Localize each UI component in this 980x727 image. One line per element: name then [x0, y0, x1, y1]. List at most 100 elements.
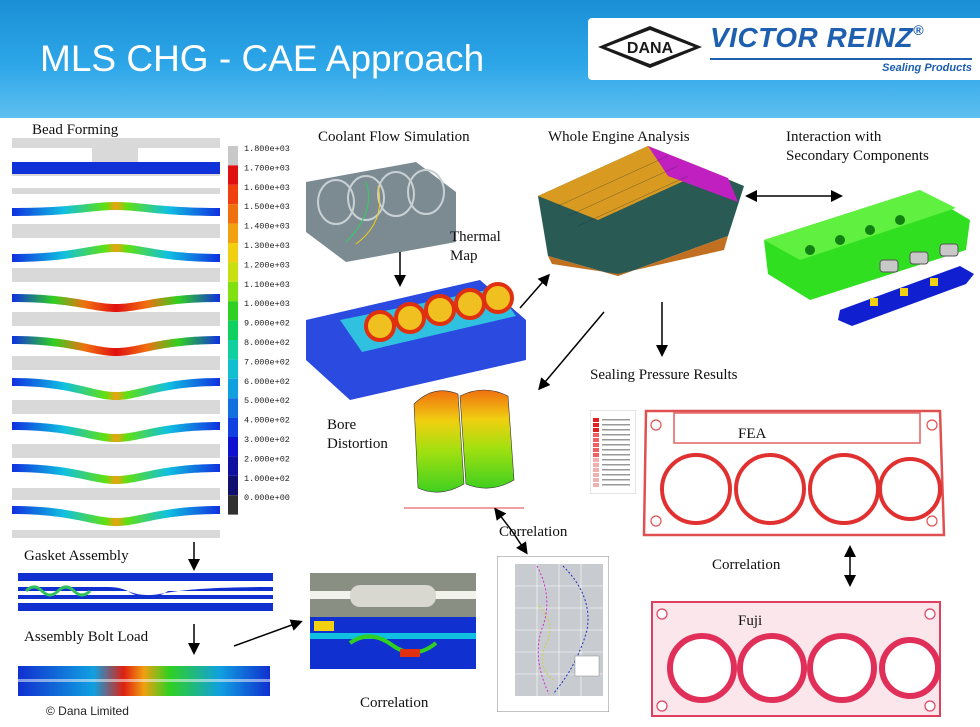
legend-swatch: [228, 184, 238, 205]
interaction-label-line1: Interaction with: [786, 129, 882, 145]
fea-legend-line: [602, 459, 630, 461]
fuji-label: Fuji: [738, 613, 763, 629]
legend-swatch: [228, 475, 238, 496]
legend-swatch: [228, 417, 238, 437]
legend-value: 3.000e+02: [244, 435, 290, 445]
whole-engine-label: Whole Engine Analysis: [548, 129, 690, 145]
bead-forming-label: Bead Forming: [32, 122, 119, 138]
legend-swatch: [228, 378, 238, 399]
fea-legend-swatch: [593, 483, 599, 487]
legend-value: 1.000e+03: [244, 299, 290, 309]
coolant-flow-label: Coolant Flow Simulation: [318, 129, 470, 145]
legend-value: 1.500e+03: [244, 202, 290, 212]
fea-legend-line: [602, 419, 630, 421]
fea-legend-line: [602, 479, 630, 481]
legend-value: 1.000e+02: [244, 474, 290, 484]
bead-forming-frames: [12, 138, 220, 538]
legend-swatch: [228, 320, 238, 340]
victor-reinz-logo: VICTOR REINZ®: [710, 22, 924, 54]
fea-gasket-image: [642, 409, 946, 537]
fea-legend-swatch: [593, 438, 599, 442]
assembly-bolt-load-label: Assembly Bolt Load: [24, 629, 149, 645]
secondary-components-image: [764, 190, 974, 326]
fea-legend-swatch: [593, 428, 599, 432]
fea-legend-line: [602, 469, 630, 471]
legend-swatch: [228, 223, 238, 243]
bore-label-line1: Bore: [327, 417, 357, 433]
title-banner: MLS CHG - CAE Approach DANA VICTOR REINZ…: [0, 0, 980, 118]
fea-label: FEA: [738, 426, 767, 442]
legend-swatch: [228, 456, 238, 476]
fea-pressure-legend: [590, 410, 636, 494]
thermal-map-image: [306, 280, 526, 400]
fea-legend-line: [602, 449, 630, 451]
fea-legend-swatch: [593, 418, 599, 422]
sealing-pressure-label: Sealing Pressure Results: [590, 367, 738, 383]
copyright-text: © Dana Limited: [46, 704, 129, 718]
fea-legend-line: [602, 464, 630, 466]
bore-label-line2: Distortion: [327, 436, 388, 452]
legend-swatch: [228, 243, 238, 263]
legend-swatch: [228, 437, 238, 457]
flow-arrows-middle: [394, 252, 605, 391]
legend-value: 1.800e+03: [244, 144, 290, 154]
brand-logos: DANA VICTOR REINZ® Sealing Products: [588, 18, 980, 80]
legend-swatch: [228, 359, 238, 379]
fea-fuji-double-arrow: [844, 545, 856, 587]
fea-legend-swatch: [593, 463, 599, 467]
fea-legend-swatch: [593, 453, 599, 457]
legend-value: 1.600e+03: [244, 183, 290, 193]
fea-legend-line: [602, 434, 630, 436]
registered-mark: ®: [913, 22, 924, 38]
legend-swatch: [228, 262, 238, 282]
fea-legend-swatch: [593, 448, 599, 452]
legend-swatch: [228, 146, 238, 166]
dana-logo-text: DANA: [627, 40, 674, 57]
correlation-double-arrow: [494, 507, 528, 555]
legend-value: 8.000e+02: [244, 338, 290, 348]
legend-swatch: [228, 165, 238, 185]
gasket-assembly-label: Gasket Assembly: [24, 548, 129, 564]
legend-value: 0.000e+00: [244, 493, 290, 503]
fea-legend-line: [602, 454, 630, 456]
correlation-fea-fuji-label: Correlation: [712, 557, 781, 573]
correlation-bottom-label: Correlation: [360, 695, 429, 711]
legend-value: 4.000e+02: [244, 416, 290, 426]
legend-value: 1.400e+03: [244, 222, 290, 232]
correlation-bore-label: Correlation: [499, 524, 568, 540]
legend-value: 6.000e+02: [244, 377, 290, 387]
legend-swatch: [228, 301, 238, 321]
victor-reinz-text: VICTOR REINZ: [710, 22, 914, 53]
fea-legend-swatch: [593, 433, 599, 437]
fea-legend-line: [602, 444, 630, 446]
fea-legend-swatch: [593, 473, 599, 477]
correlation-section-image: [310, 573, 476, 669]
legend-value: 1.100e+03: [244, 280, 290, 290]
fea-legend-swatch: [593, 458, 599, 462]
legend-value: 5.000e+02: [244, 396, 290, 406]
legend-swatch: [228, 281, 238, 302]
logo-tagline: Sealing Products: [882, 62, 972, 74]
bolt-load-section: [18, 666, 270, 696]
fea-legend-line: [602, 439, 630, 441]
legend-swatch: [228, 204, 238, 224]
fea-legend-line: [602, 474, 630, 476]
legend-value: 7.000e+02: [244, 357, 290, 367]
legend-value: 1.300e+03: [244, 241, 290, 251]
interaction-label-line2: Secondary Components: [786, 148, 929, 164]
fea-legend-swatch: [593, 468, 599, 472]
legend-value: 1.200e+03: [244, 260, 290, 270]
legend-value: 2.000e+02: [244, 454, 290, 464]
bore-distortion-image: [404, 389, 524, 509]
legend-swatch: [228, 340, 238, 360]
fuji-gasket-image: [651, 601, 941, 717]
thermal-label-line2: Map: [450, 248, 478, 264]
fea-legend-swatch: [593, 423, 599, 427]
legend-swatch: [228, 495, 238, 515]
dana-logo-icon: DANA: [598, 26, 702, 68]
gasket-assembly-section: [18, 573, 273, 611]
fea-legend-swatch: [593, 443, 599, 447]
